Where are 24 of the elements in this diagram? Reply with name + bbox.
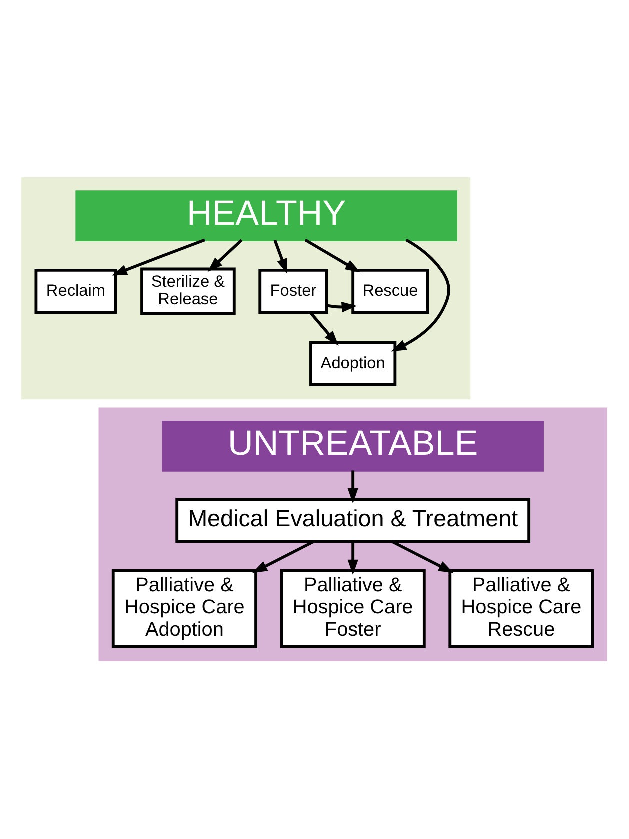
node-box: UNTREATABLE [162, 420, 544, 472]
node-box: Sterilize & Release [140, 268, 236, 316]
arrow [391, 540, 454, 574]
arrow [274, 240, 288, 274]
node-box: Palliative & Hospice Care Adoption [112, 569, 258, 648]
arrow [112, 238, 206, 276]
arrow [252, 540, 315, 574]
node-box: Medical Evaluation & Treatment [176, 498, 531, 544]
node-box: Adoption [310, 341, 397, 386]
arrow [309, 312, 339, 346]
node-box: Reclaim [34, 268, 118, 314]
arrow [391, 238, 450, 352]
arrow [348, 470, 358, 504]
node-box: Palliative & Hospice Care Foster [280, 569, 426, 648]
cluster [22, 177, 471, 400]
node-box: Foster [258, 268, 328, 314]
arrow [348, 542, 358, 576]
cluster [98, 408, 608, 662]
node-box: Rescue [352, 268, 430, 314]
arrow [304, 238, 361, 273]
node-box: HEALTHY [76, 190, 458, 242]
arrow [208, 239, 243, 272]
arrow [326, 302, 358, 313]
node-box: Palliative & Hospice Care Rescue [448, 569, 594, 648]
